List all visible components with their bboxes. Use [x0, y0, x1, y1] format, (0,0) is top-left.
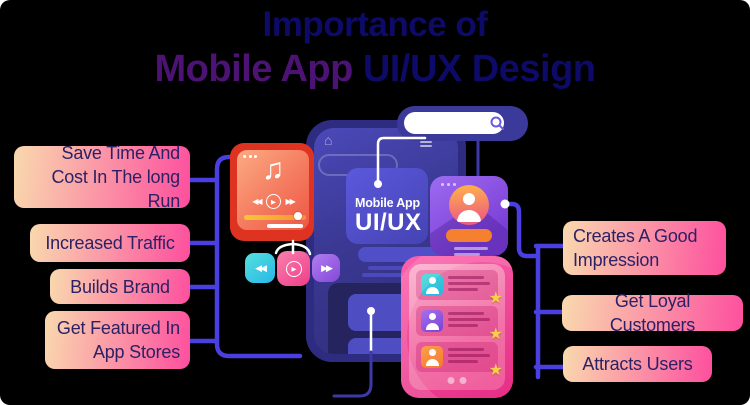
forward-icon: ▶▶ — [321, 262, 333, 273]
play-icon: ▶ — [265, 194, 281, 209]
item-text-line — [448, 276, 484, 279]
search-bar — [397, 106, 528, 141]
label-save-time: Save Time And Cost In The long Run — [14, 143, 190, 211]
star-icon: ★ — [488, 362, 503, 379]
profile-name-bar — [446, 229, 492, 242]
user-avatar-icon — [449, 185, 489, 225]
pagination-dots — [447, 377, 467, 384]
title-line2: Mobile App UI/UX Design — [0, 48, 750, 90]
user-avatar-icon — [421, 346, 443, 368]
user-avatar-icon — [421, 274, 443, 296]
search-input — [404, 112, 504, 134]
profile-text-line — [454, 253, 480, 256]
home-icon: ⌂ — [324, 132, 333, 148]
page-title: Importance of Mobile App UI/UX Design — [0, 2, 750, 90]
rewind-button: ◀◀ — [245, 253, 275, 283]
music-player-inner: ♫ ◀◀ ▶ ▶▶ — [237, 150, 309, 230]
title-rest-text: UI/UX Design — [352, 48, 596, 90]
item-text-line — [448, 360, 478, 363]
music-player-card: ♫ ◀◀ ▶ ▶▶ — [230, 143, 314, 241]
rewind-icon: ◀◀ — [255, 262, 267, 273]
item-text-line — [448, 312, 484, 315]
label-attracts-users: Attracts Users — [563, 346, 712, 382]
ratings-list-inner: ★ ★ ★ — [409, 264, 505, 390]
mobile-app-uiux-card: Mobile App UI/UX — [346, 168, 428, 244]
profile-to-trunk-line — [502, 201, 541, 259]
list-item: ★ — [416, 270, 503, 307]
star-icon: ★ — [488, 326, 503, 343]
item-text-line — [448, 318, 490, 321]
right-connector-tree — [533, 243, 566, 380]
music-note-icon: ♫ — [261, 153, 285, 186]
player-caption-line — [267, 224, 303, 228]
screen-text-line — [368, 266, 422, 270]
search-icon — [490, 116, 504, 130]
item-text-line — [448, 324, 478, 327]
label-loyal-customers: Get Loyal Customers — [562, 291, 743, 335]
profile-card — [430, 176, 508, 256]
label-increased-traffic: Increased Traffic — [30, 224, 190, 262]
play-button: ▶ — [277, 251, 310, 286]
forward-icon: ▶▶ — [285, 197, 296, 206]
title-accent-text: Mobile App — [154, 48, 354, 90]
list-item: ★ — [416, 342, 503, 379]
player-controls: ◀◀ ▶ ▶▶ — [237, 194, 309, 209]
window-dots — [441, 183, 456, 186]
user-avatar-icon — [421, 310, 443, 332]
item-text-line — [448, 354, 490, 357]
forward-button: ▶▶ — [312, 254, 340, 282]
ratings-list-card: ★ ★ ★ — [401, 256, 513, 398]
star-icon: ★ — [488, 290, 503, 307]
title-line1: Importance of — [262, 5, 488, 44]
app-card-title: Mobile App — [355, 196, 420, 210]
item-text-line — [448, 282, 490, 285]
label-good-impression: Creates A Good Impression — [563, 221, 726, 275]
screen-text-line — [362, 273, 428, 277]
list-item: ★ — [416, 306, 503, 343]
phone-screen: ⌂ Mobile App UI/UX — [314, 128, 458, 354]
play-icon: ▶ — [285, 260, 302, 277]
rewind-icon: ◀◀ — [252, 197, 262, 206]
label-builds-brand: Builds Brand — [50, 269, 190, 304]
item-text-line — [448, 348, 484, 351]
item-text-line — [448, 288, 478, 291]
progress-knob — [294, 211, 302, 220]
label-get-featured: Get Featured In App Stores — [45, 311, 190, 369]
app-card-subtitle: UI/UX — [355, 209, 422, 236]
profile-text-line — [454, 247, 488, 250]
